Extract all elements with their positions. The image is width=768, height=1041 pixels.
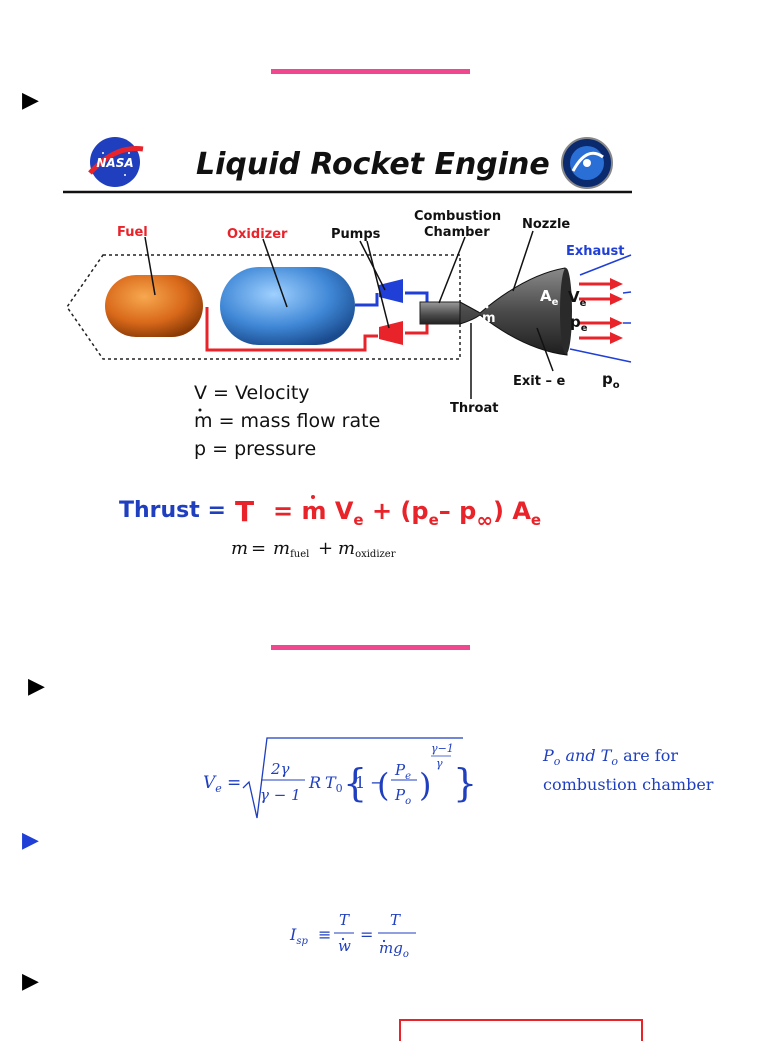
label-ae: Ae (540, 287, 559, 308)
svg-text:Ve: Ve (203, 773, 222, 795)
nozzle (459, 267, 568, 356)
svg-text:Po: Po (394, 786, 411, 807)
label-ve: Ve (568, 288, 587, 309)
fuel-line (205, 307, 378, 352)
svg-text:Isp: Isp (289, 925, 308, 947)
svg-text:V = Velocity: V = Velocity (194, 382, 310, 404)
label-mdot: m (482, 311, 496, 326)
svg-text:(: ( (377, 766, 389, 804)
svg-text:): ) (419, 766, 431, 804)
svg-text:moxidizer: moxidizer (338, 538, 396, 560)
bullet-3: ▶ (22, 828, 39, 853)
diagram-title: Liquid Rocket Engine (196, 147, 550, 182)
bullet-4: ▶ (22, 969, 39, 994)
svg-text:Pe: Pe (394, 761, 411, 782)
label-pumps: Pumps (331, 227, 381, 242)
svg-text:R: R (308, 773, 321, 792)
svg-text:=: = (251, 538, 266, 559)
svg-text:γ−1: γ−1 (431, 742, 454, 755)
accent-bar-top (271, 69, 470, 74)
label-exhaust: Exhaust (566, 244, 625, 259)
leader-lines (144, 230, 554, 399)
fuel-tank (105, 275, 203, 337)
svg-text:γ − 1: γ − 1 (260, 786, 301, 804)
svg-text:1 −: 1 − (355, 773, 384, 792)
bullet-1: ▶ (22, 88, 39, 113)
svg-text:= m Ve + (pe– p∞) Ae: = m Ve + (pe– p∞) Ae (273, 497, 541, 532)
svg-text:T: T (339, 911, 350, 929)
label-exit: Exit – e (513, 374, 565, 389)
label-combustion-2: Chamber (424, 225, 490, 240)
bullet-2: ▶ (28, 674, 45, 699)
legend: V = Velocity m = mass flow rate p = pres… (194, 382, 380, 460)
red-box (399, 1019, 643, 1041)
svg-text:T: T (390, 911, 401, 929)
oxidizer-line (355, 293, 379, 307)
combustion-chamber (419, 301, 461, 325)
nasa-logo-icon: NASA (88, 137, 144, 187)
label-pe: pe (570, 313, 588, 334)
svg-text:=: = (360, 925, 373, 944)
label-oxidizer: Oxidizer (227, 227, 288, 242)
svg-text:w: w (338, 937, 351, 955)
svg-text:T: T (235, 495, 254, 528)
svg-text:mgo: mgo (379, 939, 409, 960)
mass-equation: m = mfuel + moxidizer (231, 538, 396, 560)
pump-fuel (379, 321, 403, 345)
svg-text:=: = (227, 773, 241, 793)
pump-oxidizer (379, 279, 403, 303)
svg-text:m = mass flow rate: m = mass flow rate (194, 410, 380, 432)
svg-text:γ: γ (436, 757, 443, 770)
label-nozzle: Nozzle (522, 217, 570, 232)
ve-note: Po and To are for combustion chamber (543, 746, 714, 795)
svg-text:Thrust =: Thrust = (119, 498, 226, 523)
svg-text:≡: ≡ (318, 925, 331, 944)
label-throat: Throat (450, 401, 498, 416)
svg-text:NASA: NASA (96, 156, 133, 170)
oxidizer-tank (220, 267, 355, 345)
specific-impulse-formula: Isp ≡ T w = T mgo (289, 911, 416, 960)
glenn-logo-icon (561, 137, 613, 189)
svg-text:{: { (343, 761, 367, 805)
exhaust-arrows (569, 254, 632, 363)
svg-text:2γ: 2γ (270, 760, 290, 778)
exhaust-velocity-formula: Ve = 2γ γ − 1 R T0 { 1 − ( Pe Po ) γ−1 γ… (203, 737, 475, 819)
thrust-equation: Thrust = T = m Ve + (pe– p∞) Ae (119, 495, 541, 532)
accent-bar-middle (271, 645, 470, 650)
svg-text:p = pressure: p = pressure (194, 438, 316, 460)
svg-text:}: } (453, 761, 475, 805)
rocket-diagram: NASA Liquid Rocket Engine (63, 137, 632, 560)
label-fuel: Fuel (117, 225, 148, 240)
svg-text:T0: T0 (325, 773, 343, 795)
label-po: po (602, 370, 620, 391)
svg-text:m: m (231, 538, 248, 559)
svg-text:mfuel: mfuel (273, 538, 309, 560)
svg-text:+: + (318, 538, 333, 559)
label-combustion-1: Combustion (414, 209, 501, 224)
